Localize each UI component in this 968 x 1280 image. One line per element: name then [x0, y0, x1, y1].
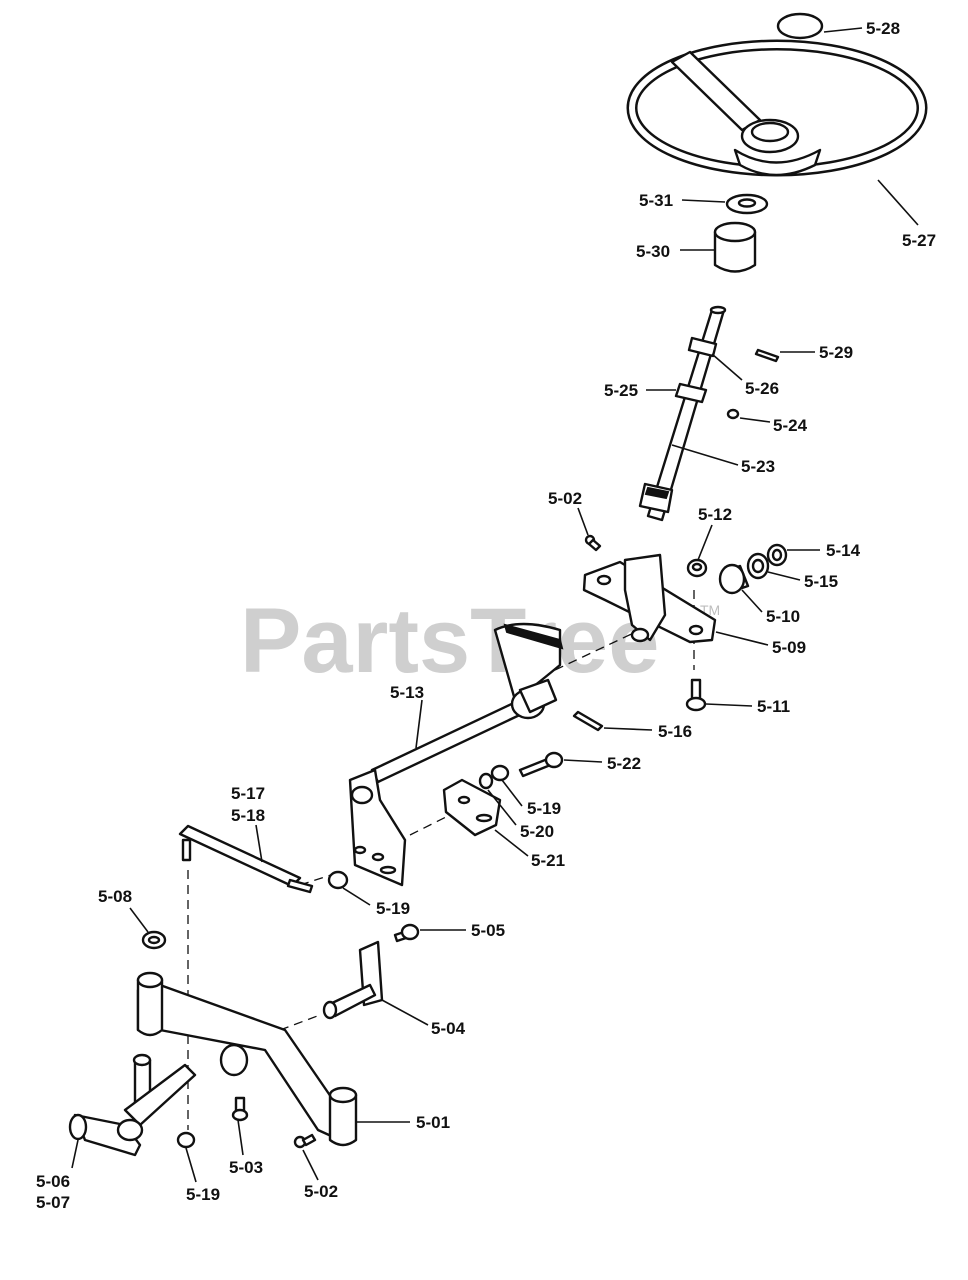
- label-5-14: 5-14: [826, 541, 861, 560]
- label-5-18: 5-18: [231, 806, 265, 825]
- label-5-31: 5-31: [639, 191, 673, 210]
- label-5-08: 5-08: [98, 887, 132, 906]
- lock-washer-part: [478, 772, 494, 790]
- label-5-06: 5-06: [36, 1172, 70, 1191]
- watermark-brand: PartsTree: [240, 590, 659, 692]
- label-5-11: 5-11: [757, 697, 790, 716]
- front-axle-part: [136, 971, 358, 1147]
- pivot-bolt-part: [393, 923, 420, 943]
- nut-upper-part: [490, 764, 510, 782]
- label-5-19-lower: 5-19: [186, 1185, 220, 1204]
- label-5-09: 5-09: [772, 638, 806, 657]
- label-5-12: 5-12: [698, 505, 732, 524]
- label-5-05: 5-05: [471, 921, 505, 940]
- label-5-27: 5-27: [902, 231, 936, 250]
- sector-gear-shaft-part: [348, 622, 564, 887]
- nut-lower-part: [176, 1131, 196, 1149]
- pivot-pin-part: [322, 940, 384, 1020]
- label-5-22: 5-22: [607, 754, 641, 773]
- label-5-02-top: 5-02: [548, 489, 582, 508]
- set-screw-part: [726, 408, 740, 420]
- label-5-23: 5-23: [741, 457, 775, 476]
- horn-cap-part: [776, 12, 824, 40]
- label-5-02-bottom: 5-02: [304, 1182, 338, 1201]
- cotter-pin-part: [572, 710, 604, 732]
- drag-link-part: [178, 824, 314, 894]
- nut-part: [686, 558, 708, 578]
- label-5-04: 5-04: [431, 1019, 466, 1038]
- steering-shaft-part: [638, 305, 727, 522]
- spindle-part: [68, 1053, 197, 1157]
- label-5-19-upper: 5-19: [527, 799, 561, 818]
- label-5-21: 5-21: [531, 851, 565, 870]
- label-5-10: 5-10: [766, 607, 800, 626]
- thrust-washer-part: [766, 543, 788, 567]
- label-5-19-middle: 5-19: [376, 899, 410, 918]
- label-5-26: 5-26: [745, 379, 779, 398]
- label-5-20: 5-20: [520, 822, 554, 841]
- label-5-13: 5-13: [390, 683, 424, 702]
- adjuster-plate-part: [442, 778, 502, 837]
- label-5-25: 5-25: [604, 381, 638, 400]
- label-5-30: 5-30: [636, 242, 670, 261]
- washer-part: [725, 193, 769, 215]
- bearing-part: [746, 552, 770, 580]
- roll-pin-part: [754, 348, 780, 363]
- label-5-15: 5-15: [804, 572, 838, 591]
- label-5-07: 5-07: [36, 1193, 70, 1212]
- nut-middle-part: [327, 870, 349, 890]
- spindle-bolt-part: [231, 1096, 249, 1122]
- label-5-28: 5-28: [866, 19, 900, 38]
- leader-lines: [71, 27, 919, 1183]
- steering-wheel-part: [626, 39, 928, 177]
- label-5-01: 5-01: [416, 1113, 450, 1132]
- label-5-16: 5-16: [658, 722, 692, 741]
- bracket-bolt-part: [685, 678, 707, 712]
- steering-bracket-part: [582, 553, 717, 644]
- grease-fitting-top-part: [584, 534, 602, 552]
- bushing-part: [718, 563, 750, 595]
- assembly-lines: [187, 590, 695, 1130]
- label-5-17: 5-17: [231, 784, 265, 803]
- label-5-03: 5-03: [229, 1158, 263, 1177]
- grease-fitting-lower-part: [293, 1133, 317, 1149]
- label-5-29: 5-29: [819, 343, 853, 362]
- label-5-24: 5-24: [773, 416, 808, 435]
- adjust-bolt-part: [518, 751, 564, 778]
- retaining-ring-part: [141, 930, 167, 950]
- spacer-tube-part: [713, 221, 757, 273]
